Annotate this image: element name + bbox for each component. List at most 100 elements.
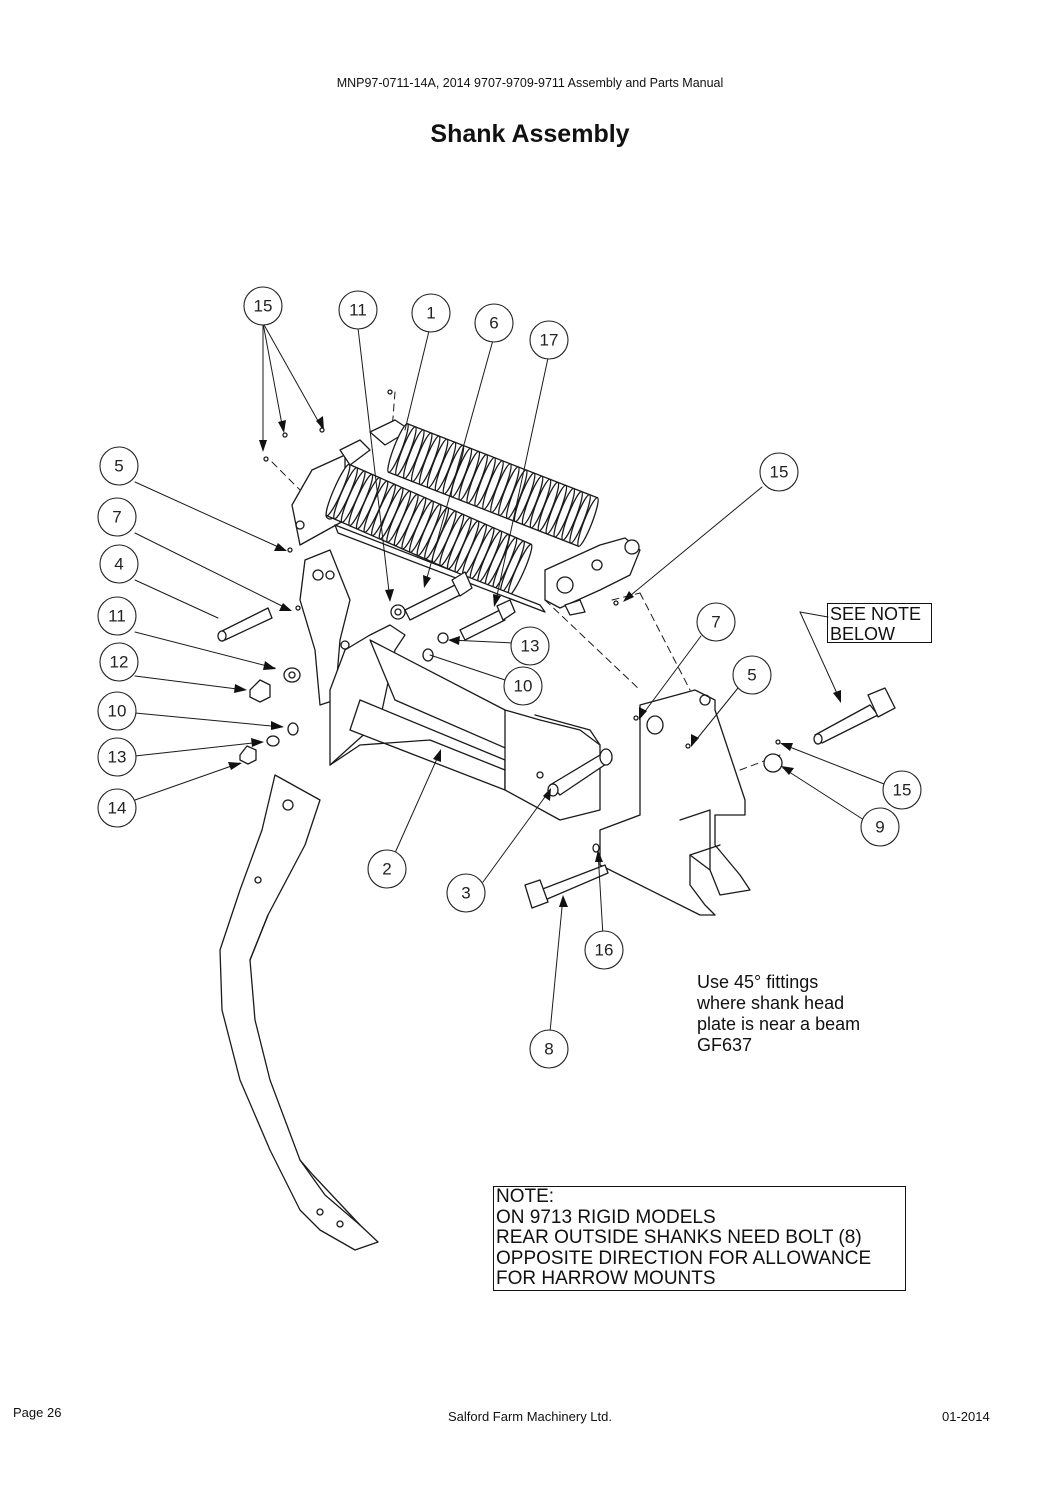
- callout-number: 15: [770, 463, 789, 482]
- callout-circle: [97, 737, 137, 777]
- callout-number: 13: [108, 748, 127, 767]
- callout-number: 3: [461, 884, 470, 903]
- callout-balloon: 10: [503, 666, 543, 706]
- spring-coil-turn: [577, 497, 599, 547]
- callout-number: 12: [110, 653, 129, 672]
- callout-number: 6: [489, 314, 498, 333]
- callout-circle: [860, 807, 900, 847]
- manual-header: MNP97-0711-14A, 2014 9707-9709-9711 Asse…: [336, 76, 724, 90]
- fittings-note-line: Use 45° fittings: [697, 972, 819, 992]
- callout-circle: [529, 1029, 569, 1069]
- shank-tube-part-2: [329, 624, 601, 821]
- callout-circle: [99, 446, 139, 486]
- callout-number: 9: [875, 818, 884, 837]
- see-note-line: SEE NOTE: [830, 604, 922, 624]
- callout-balloon: 2: [367, 849, 407, 889]
- callout-balloon: 6: [474, 303, 514, 343]
- callout-circle: [503, 666, 543, 706]
- callout-circle: [732, 655, 772, 695]
- callout-balloon: 7: [97, 497, 137, 537]
- callout-circle: [97, 497, 137, 537]
- callout-balloon: 15: [882, 770, 922, 810]
- arrow-heads: [228, 416, 841, 907]
- callout-balloon: 17: [529, 320, 569, 360]
- callout-circle: [584, 930, 624, 970]
- note-line: FOR HARROW MOUNTS: [496, 1268, 716, 1290]
- pivot-pin-part-3: [547, 748, 613, 797]
- leader-lines: [134, 322, 885, 1033]
- callout-balloon: 15: [759, 452, 799, 492]
- callout-number: 11: [349, 301, 367, 320]
- callout-circle: [338, 290, 378, 330]
- callout-balloon: 10: [97, 691, 137, 731]
- revision-date: 01-2014: [942, 1409, 990, 1424]
- note-line: NOTE:: [496, 1186, 555, 1207]
- callout-balloon: 1: [411, 293, 451, 333]
- callout-number: 16: [595, 941, 614, 960]
- bolt-see-note: [813, 687, 896, 745]
- callout-balloon: 9: [860, 807, 900, 847]
- callout-circle: [367, 849, 407, 889]
- callout-balloon: 13: [510, 626, 550, 666]
- page-title: Shank Assembly: [430, 120, 630, 148]
- callout-balloon: 7: [696, 602, 736, 642]
- callout-balloon: 3: [446, 873, 486, 913]
- bolt-part-8: [524, 864, 609, 909]
- rigid-models-note-box: NOTE: ON 9713 RIGID MODELS REAR OUTSIDE …: [493, 1186, 906, 1291]
- callout-number: 2: [382, 860, 391, 879]
- fittings-note-line: GF637: [697, 1035, 753, 1055]
- callout-balloon: 5: [732, 655, 772, 695]
- callout-number: 17: [540, 331, 559, 350]
- fittings-note-line: where shank head: [697, 993, 845, 1013]
- spring-coil-upper: [387, 423, 599, 547]
- pin-part-4: [217, 607, 273, 642]
- callout-circle: [97, 691, 137, 731]
- fittings-note: Use 45° fittings where shank head plate …: [697, 972, 860, 1056]
- company-name: Salford Farm Machinery Ltd.: [447, 1409, 612, 1424]
- callout-number: 13: [521, 637, 540, 656]
- note-line: REAR OUTSIDE SHANKS NEED BOLT (8): [496, 1227, 862, 1249]
- callout-balloon: 11: [338, 290, 378, 330]
- bolt-part-17: [459, 599, 516, 641]
- callout-balloon: 13: [97, 737, 137, 777]
- callout-number: 10: [514, 677, 533, 696]
- callout-circle: [510, 626, 550, 666]
- callout-circle: [97, 596, 137, 636]
- callout-balloon: 12: [99, 642, 139, 682]
- callout-balloon: 15: [243, 286, 283, 326]
- shank-blade: [219, 774, 379, 1251]
- callout-balloon: 14: [97, 788, 137, 828]
- callout-circle: [99, 544, 139, 584]
- callout-circle: [759, 452, 799, 492]
- note-line: ON 9713 RIGID MODELS: [496, 1206, 716, 1228]
- callout-circle: [474, 303, 514, 343]
- callout-circle: [99, 642, 139, 682]
- callout-number: 5: [747, 666, 756, 685]
- callout-number: 7: [112, 508, 121, 527]
- callout-circle: [411, 293, 451, 333]
- shank-head-plate-right: [599, 689, 751, 916]
- callout-balloon: 4: [99, 544, 139, 584]
- callout-number: 14: [108, 799, 127, 818]
- callout-balloon: 11: [97, 596, 137, 636]
- callout-circle: [529, 320, 569, 360]
- callout-circle: [882, 770, 922, 810]
- bolt-part-6: [404, 571, 473, 621]
- callout-circle: [243, 286, 283, 326]
- callout-number: 10: [108, 702, 127, 721]
- callout-balloon: 8: [529, 1029, 569, 1069]
- callout-number: 4: [114, 555, 123, 574]
- callout-circle: [446, 873, 486, 913]
- callout-number: 11: [108, 607, 126, 626]
- callout-circle: [696, 602, 736, 642]
- callout-number: 15: [893, 781, 912, 800]
- spring-end-bracket-right: [544, 537, 641, 616]
- callout-number: 1: [426, 304, 435, 323]
- callout-number: 5: [114, 457, 123, 476]
- spring-link-bar: [334, 524, 546, 613]
- callout-number: 7: [711, 613, 720, 632]
- page-number: Page 26: [13, 1405, 62, 1420]
- callout-number: 15: [254, 297, 273, 316]
- see-note-line: BELOW: [830, 624, 896, 644]
